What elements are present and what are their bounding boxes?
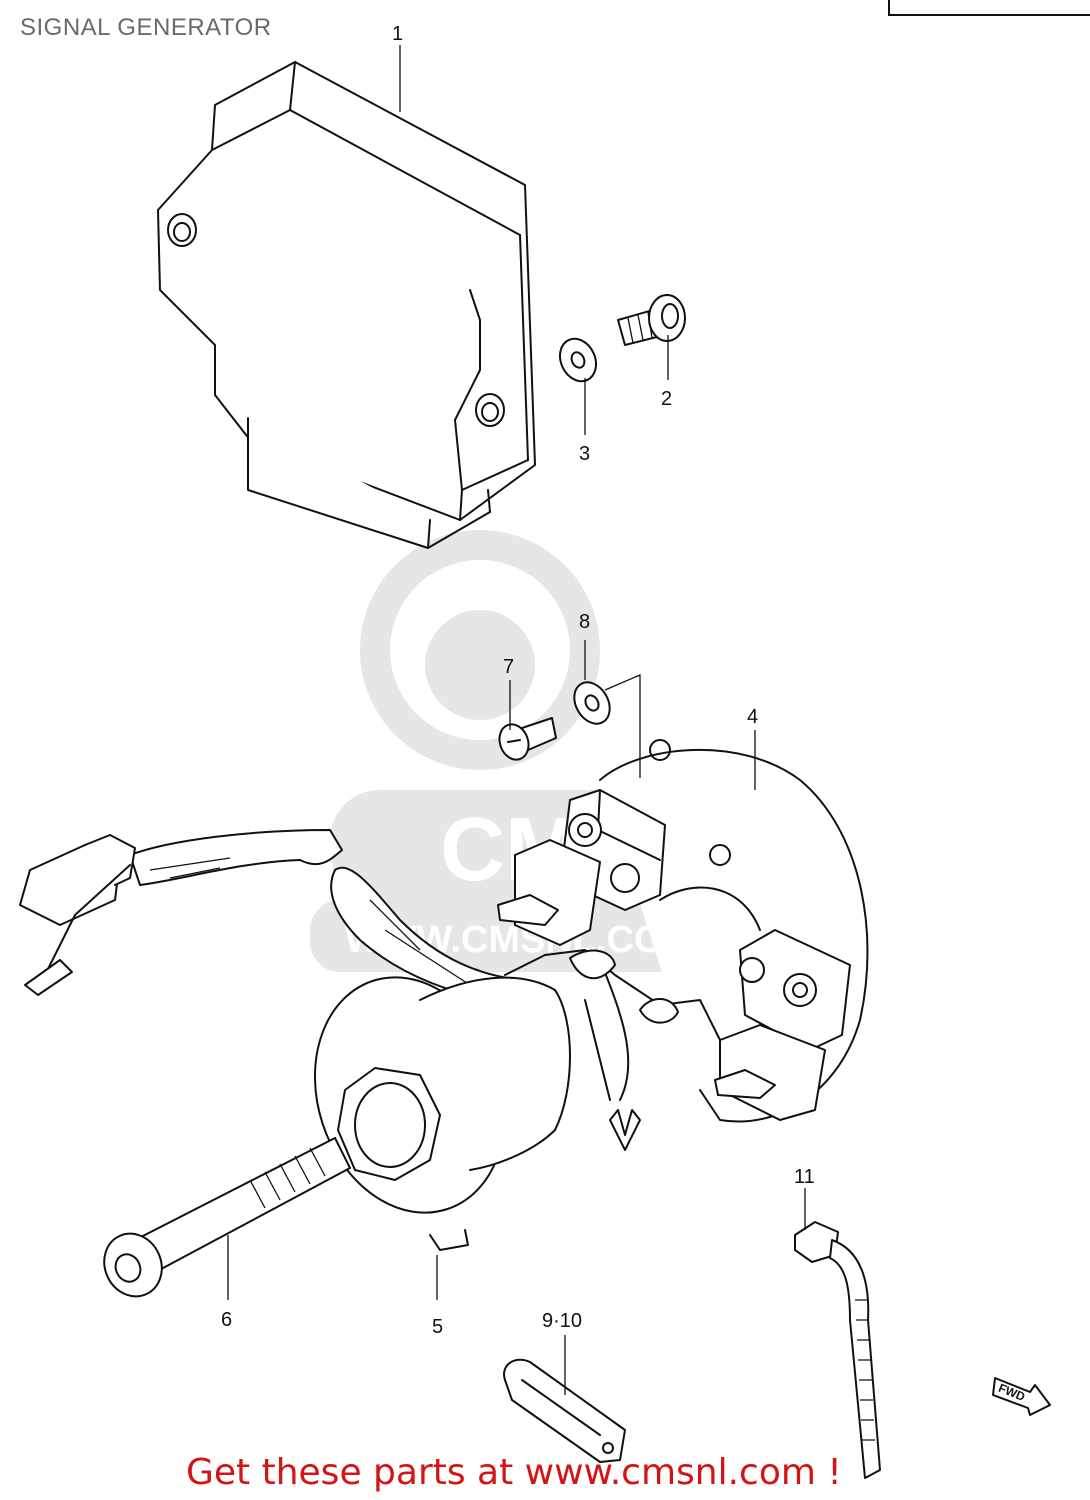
callout-7: 7 [503, 656, 514, 678]
part-11-cable-tie [794, 1221, 881, 1479]
callout-11: 11 [794, 1166, 815, 1188]
callout-2: 2 [661, 388, 672, 410]
callout-6: 6 [221, 1309, 232, 1331]
callout-9-10: 9·10 [542, 1310, 582, 1332]
part-7-screw [498, 717, 557, 761]
page-title: SIGNAL GENERATOR [20, 14, 272, 41]
part-4-pickup-plate [497, 739, 869, 1123]
callout-labels: 1 2 3 4 5 6 7 8 9·10 11 [221, 23, 815, 1338]
callout-1: 1 [392, 23, 403, 45]
callout-3: 3 [579, 443, 590, 465]
callout-4: 4 [747, 706, 758, 728]
fwd-arrow-icon: FWD [992, 1377, 1051, 1416]
wiring-harness [19, 829, 721, 1151]
callout-5: 5 [432, 1316, 443, 1338]
part-9-10-clamp [503, 1358, 626, 1463]
part-3-washer [559, 337, 597, 383]
part-5-rotor [313, 976, 571, 1251]
corner-frame [888, 0, 1090, 16]
part-2-screw [617, 294, 686, 346]
callout-8: 8 [579, 611, 590, 633]
part-6-bolt [103, 1137, 351, 1298]
leader-lines [227, 45, 806, 1395]
part-1-igniter-unit [157, 61, 536, 549]
promo-link[interactable]: Get these parts at www.cmsnl.com ! [186, 1452, 842, 1493]
part-8-washer [573, 681, 611, 725]
